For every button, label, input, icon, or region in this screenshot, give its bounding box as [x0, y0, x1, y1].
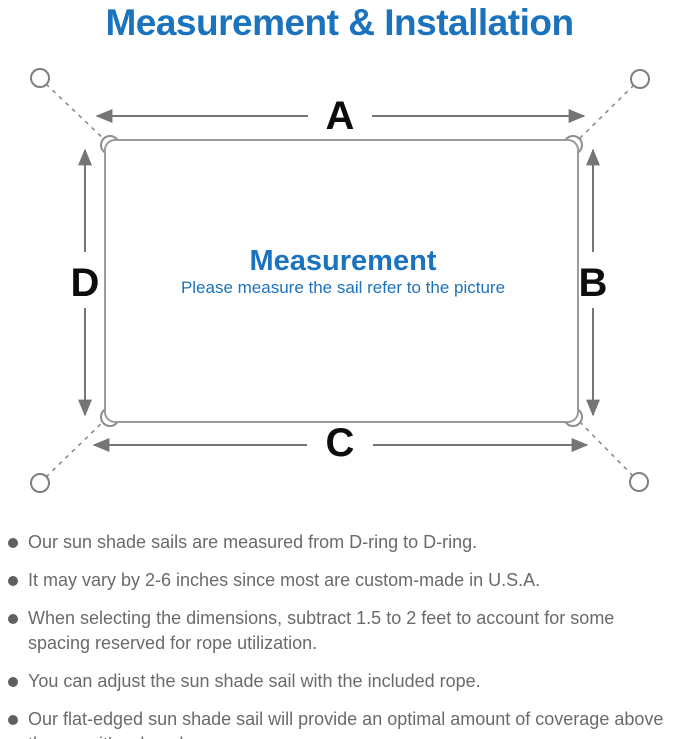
- anchor-ring-icon: [30, 68, 50, 88]
- measurement-diagram: A B C D Measurement Please measure the s…: [30, 68, 650, 493]
- list-item: You can adjust the sun shade sail with t…: [8, 669, 676, 694]
- bullet-icon: [8, 715, 18, 725]
- diagram-caption-subtitle: Please measure the sail refer to the pic…: [181, 278, 505, 297]
- dimension-label-c: C: [326, 421, 355, 465]
- tether-line-top-right: [575, 84, 635, 143]
- diagram-caption-title: Measurement: [250, 245, 437, 277]
- note-text: Our sun shade sails are measured from D-…: [28, 532, 478, 552]
- tether-line-bottom-left: [45, 417, 108, 478]
- list-item: Our flat-edged sun shade sail will provi…: [8, 707, 676, 739]
- dimension-label-b: B: [579, 261, 608, 305]
- tether-line-bottom-right: [575, 417, 634, 477]
- list-item: It may vary by 2-6 inches since most are…: [8, 568, 676, 593]
- note-text: It may vary by 2-6 inches since most are…: [28, 570, 541, 590]
- note-text: Our flat-edged sun shade sail will provi…: [28, 709, 664, 739]
- bullet-icon: [8, 538, 18, 548]
- notes-list: Our sun shade sails are measured from D-…: [8, 524, 676, 739]
- dimension-label-a: A: [326, 94, 355, 138]
- list-item: When selecting the dimensions, subtract …: [8, 606, 676, 656]
- anchor-ring-icon: [629, 472, 649, 492]
- bullet-icon: [8, 677, 18, 687]
- anchor-ring-icon: [630, 69, 650, 89]
- anchor-ring-icon: [30, 473, 50, 493]
- sail-outline: [104, 139, 579, 423]
- note-text: You can adjust the sun shade sail with t…: [28, 671, 481, 691]
- page-title: Measurement & Installation: [105, 2, 574, 43]
- note-text: When selecting the dimensions, subtract …: [28, 608, 615, 653]
- tether-line-top-left: [45, 83, 108, 143]
- dimension-label-d: D: [71, 261, 100, 305]
- bullet-icon: [8, 576, 18, 586]
- list-item: Our sun shade sails are measured from D-…: [8, 530, 676, 555]
- bullet-icon: [8, 614, 18, 624]
